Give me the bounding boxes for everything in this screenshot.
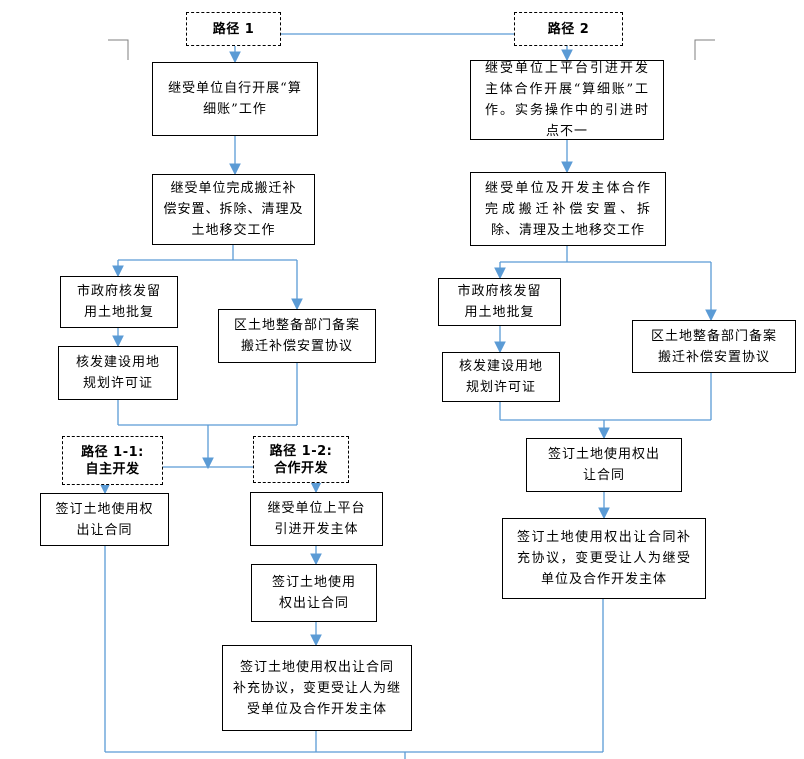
left-self-calculation-box: 继受单位自行开展“算 细账”工作 [152,62,318,136]
left-self-contract-box: 签订土地使用权 出让合同 [40,493,169,546]
left-district-record-box: 区土地整备部门备案 搬迁补偿安置协议 [218,309,376,363]
connectors [99,33,717,759]
right-city-approval-box: 市政府核发留 用土地批复 [438,278,561,326]
left-relocation-box: 继受单位完成搬迁补 偿安置、拆除、清理及 土地移交工作 [152,174,315,245]
right-partner-calculation-box: 继受单位上平台引进开发主体合作开展“算细账”工作。实务操作中的引进时点不一 [470,60,664,140]
left-coop-contract-box: 签订土地使用 权出让合同 [251,564,377,622]
route-1-label: 路径 1 [186,12,281,46]
right-district-record-box: 区土地整备部门备案 搬迁补偿安置协议 [632,320,796,373]
route-1-1-label: 路径 1-1: 自主开发 [62,436,163,485]
route-2-label: 路径 2 [514,12,623,46]
route-1-2-label: 路径 1-2: 合作开发 [253,436,349,483]
left-supplement-agreement-box: 签订土地使用权出让合同 补充协议，变更受让人为继 受单位及合作开发主体 [222,645,412,731]
right-supplement-agreement-box: 签订土地使用权出让合同补充协议，变更受让人为继受单位及合作开发主体 [502,518,706,599]
left-city-approval-box: 市政府核发留 用土地批复 [60,276,178,328]
page-corner-marks [108,39,715,60]
right-permit-box: 核发建设用地 规划许可证 [442,352,560,402]
left-introduce-partner-box: 继受单位上平台 引进开发主体 [250,492,383,546]
right-relocation-box: 继受单位及开发主体合作完成搬迁补偿安置、拆除、清理及土地移交工作 [470,172,666,246]
right-contract-box: 签订土地使用权出 让合同 [526,438,682,492]
left-permit-box: 核发建设用地 规划许可证 [58,346,178,400]
